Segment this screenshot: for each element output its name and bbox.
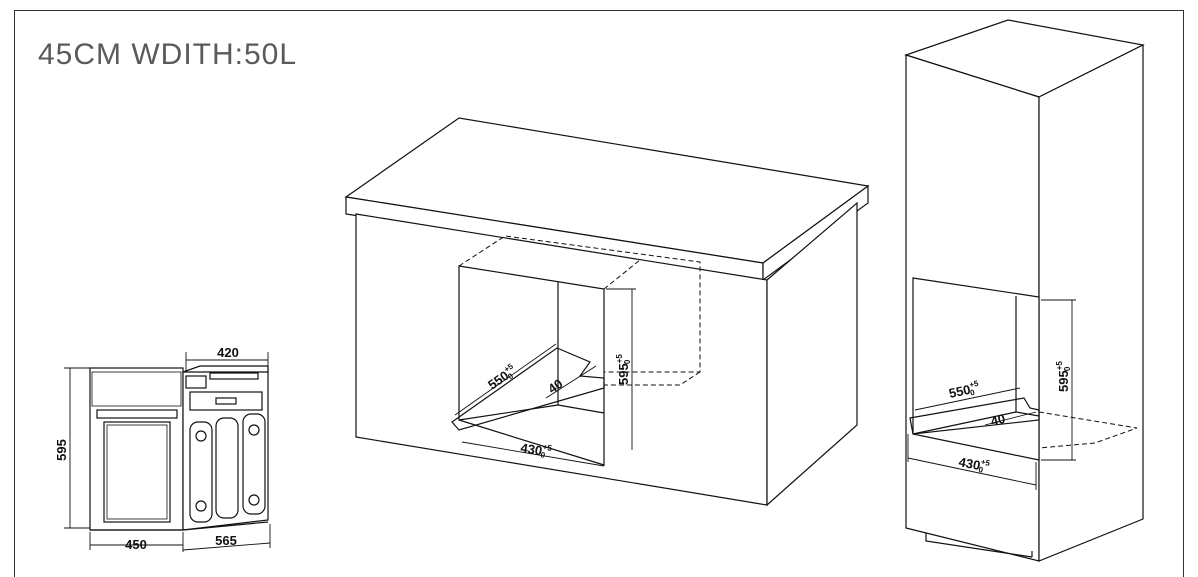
oven-width-label: 450 (125, 537, 147, 552)
oven-height-label: 595 (54, 439, 69, 461)
oven-top-fitting (185, 375, 207, 389)
oven-screw (248, 424, 260, 436)
oven-front (89, 367, 184, 531)
oven-depth-label: 565 (215, 533, 237, 548)
tall-cabinet: 595+50 550+50 40 430+50 (904, 19, 1145, 562)
page-title: 45CM WDITH:50L (38, 38, 298, 71)
oven-top-depth-label: 420 (217, 345, 239, 360)
cabinet-mid-gap-label: 40 (545, 376, 565, 397)
oven-handle (96, 409, 178, 419)
drawing-frame (14, 10, 1184, 577)
oven-top (182, 365, 269, 373)
tall-cabinet-side (1038, 44, 1144, 562)
cabinet-mid-width-label: 430+50 (519, 439, 553, 461)
oven-top-vent (209, 372, 259, 380)
cabinet-tall-width-label: 430+50 (957, 453, 991, 476)
oven-side-rib-2 (215, 417, 239, 519)
oven-door-glass (106, 424, 168, 520)
oven-back-label (215, 397, 237, 405)
oven-screw (195, 500, 207, 512)
cabinet-tall-height-label: 595+50 (1055, 361, 1072, 392)
oven-side-rib-1 (189, 421, 213, 523)
oven-control-panel (91, 371, 182, 407)
oven-screw (248, 494, 260, 506)
oven-door-window (103, 421, 171, 523)
tall-cabinet-opening (912, 277, 1040, 461)
cabinet-mid-height-label: 595+50 (615, 354, 632, 385)
oven-back-rail (189, 391, 263, 411)
oven-screw (195, 430, 207, 442)
oven-drawing: 595 450 565 420 (54, 345, 271, 552)
countertop-side-edge (762, 184, 869, 282)
cabinet-tall-gap-label: 40 (989, 411, 1007, 429)
under-counter-cabinet: 430+50 595+50 550+50 40 (344, 117, 870, 507)
oven-side-rib-3 (242, 413, 266, 515)
cabinet-side (766, 201, 858, 507)
cabinet-tall-depth-label: 550+50 (947, 379, 981, 402)
